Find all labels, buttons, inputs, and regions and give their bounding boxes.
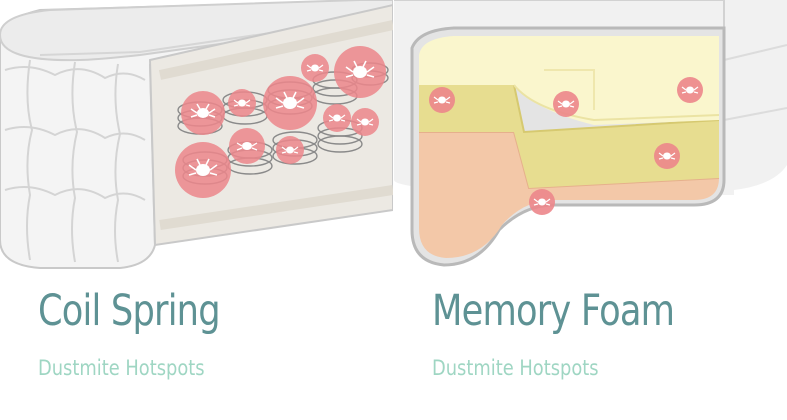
coil-spring-panel: Coil Spring Dustmite Hotspots [0, 0, 393, 420]
memory-foam-panel: Memory Foam Dustmite Hotspots [394, 0, 787, 420]
memory-foam-mattress-icon [394, 0, 787, 267]
memory-foam-subtitle: Dustmite Hotspots [432, 356, 599, 380]
coil-spring-mattress-icon [0, 0, 393, 269]
coil-spring-title: Coil Spring [38, 286, 221, 336]
memory-foam-title: Memory Foam [432, 286, 675, 336]
panel-divider [392, 0, 394, 420]
coil-spring-subtitle: Dustmite Hotspots [38, 356, 205, 380]
